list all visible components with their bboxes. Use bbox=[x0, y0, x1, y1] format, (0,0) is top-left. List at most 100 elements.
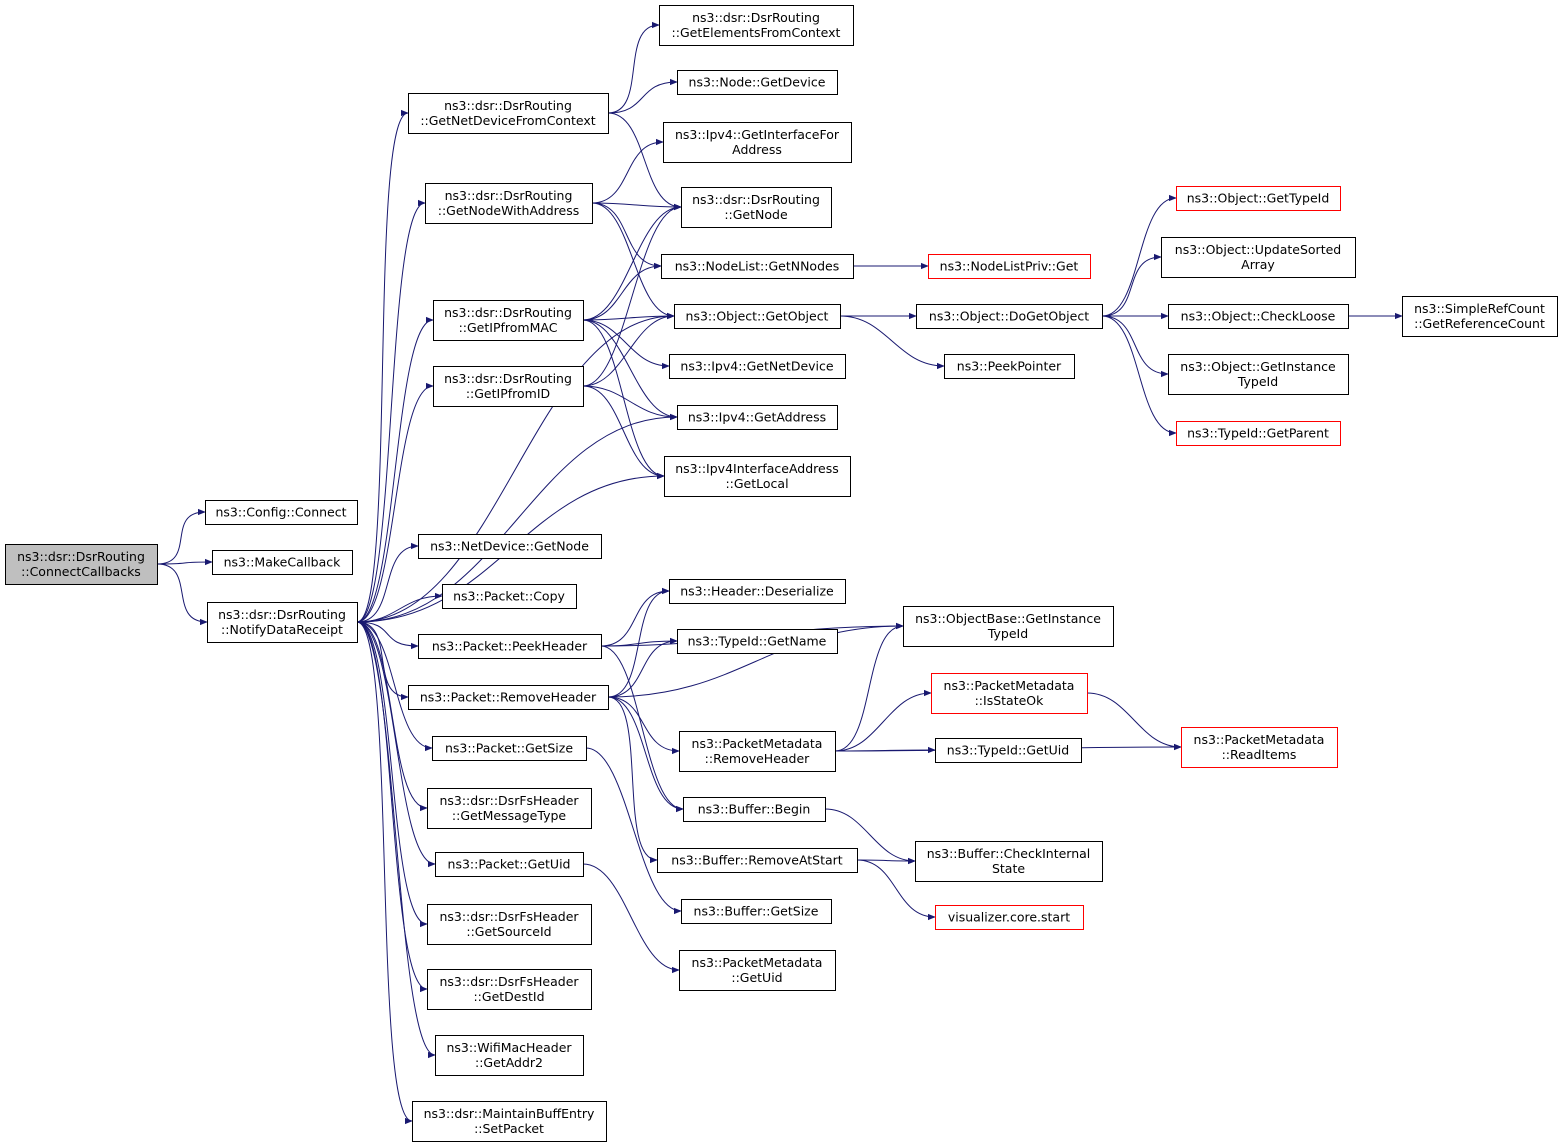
edge-line bbox=[356, 621, 433, 752]
function-node-n29[interactable]: ns3::TypeId::GetName bbox=[677, 629, 838, 654]
node-label-line: ::GetDestId bbox=[473, 989, 544, 1004]
function-node-n22[interactable]: ns3::dsr::DsrRouting::GetNode bbox=[681, 187, 832, 228]
function-node-n16[interactable]: ns3::dsr::DsrFsHeader::GetDestId bbox=[427, 969, 592, 1010]
function-node-n49[interactable]: ns3::PacketMetadata::ReadItems bbox=[1181, 727, 1338, 768]
function-node-n33[interactable]: ns3::Buffer::GetSize bbox=[681, 899, 832, 924]
function-node-n39[interactable]: ns3::PacketMetadata::IsStateOk bbox=[931, 673, 1088, 714]
call-edge-n12-n33 bbox=[585, 747, 682, 915]
function-node-n30[interactable]: ns3::PacketMetadata::RemoveHeader bbox=[679, 731, 836, 772]
node-label-line: ::GetUid bbox=[731, 970, 782, 985]
function-node-n40[interactable]: ns3::TypeId::GetUid bbox=[935, 738, 1082, 763]
function-node-n11[interactable]: ns3::Packet::RemoveHeader bbox=[408, 685, 609, 710]
node-box bbox=[679, 950, 836, 991]
call-edge-n3-n4 bbox=[356, 109, 409, 623]
function-node-n24[interactable]: ns3::Object::GetObject bbox=[674, 304, 841, 329]
node-box bbox=[903, 606, 1114, 647]
function-node-n14[interactable]: ns3::Packet::GetUid bbox=[435, 852, 584, 877]
node-label-line: ns3::Object::CheckLoose bbox=[1181, 309, 1336, 324]
function-node-n2[interactable]: ns3::MakeCallback bbox=[212, 550, 353, 575]
edge-line bbox=[591, 202, 675, 320]
function-node-n15[interactable]: ns3::dsr::DsrFsHeader::GetSourceId bbox=[427, 904, 592, 945]
node-box bbox=[679, 731, 836, 772]
node-label-line: ns3::Object::DoGetObject bbox=[929, 309, 1089, 324]
call-edge-n4-n20 bbox=[607, 78, 678, 114]
call-edge-n7-n27 bbox=[582, 385, 665, 480]
function-node-n45[interactable]: ns3::Object::CheckLoose bbox=[1168, 304, 1349, 329]
node-label-line: ns3::NodeListPriv::Get bbox=[940, 259, 1079, 274]
edge-line bbox=[356, 316, 434, 623]
node-label-line: Address bbox=[732, 142, 782, 157]
edge-line bbox=[356, 542, 419, 623]
call-edge-n24-n37 bbox=[839, 315, 945, 370]
function-node-n17[interactable]: ns3::WifiMacHeader::GetAddr2 bbox=[435, 1035, 584, 1076]
function-node-n26[interactable]: ns3::Ipv4::GetAddress bbox=[677, 405, 838, 430]
function-node-n1[interactable]: ns3::Config::Connect bbox=[205, 500, 358, 525]
call-edge-n10-n31 bbox=[600, 645, 684, 813]
node-label-line: ns3::Packet::RemoveHeader bbox=[420, 690, 597, 705]
function-node-n42[interactable]: visualizer.core.start bbox=[935, 905, 1084, 930]
function-node-n34[interactable]: ns3::PacketMetadata::GetUid bbox=[679, 950, 836, 991]
node-label-line: ::GetMessageType bbox=[452, 808, 567, 823]
node-label-line: ns3::dsr::DsrRouting bbox=[445, 188, 573, 203]
node-box bbox=[433, 366, 584, 407]
function-node-n13[interactable]: ns3::dsr::DsrFsHeader::GetMessageType bbox=[427, 788, 592, 829]
node-label-line: ns3::TypeId::GetUid bbox=[947, 743, 1069, 758]
edge-line bbox=[607, 696, 658, 864]
function-node-n28[interactable]: ns3::Header::Deserialize bbox=[669, 579, 846, 604]
function-node-n36[interactable]: ns3::Object::DoGetObject bbox=[916, 304, 1103, 329]
function-node-n5[interactable]: ns3::dsr::DsrRouting::GetNodeWithAddress bbox=[425, 183, 593, 224]
node-label-line: ns3::Config::Connect bbox=[215, 505, 346, 520]
function-node-n25[interactable]: ns3::Ipv4::GetNetDevice bbox=[669, 354, 846, 379]
function-node-n9[interactable]: ns3::Packet::Copy bbox=[442, 584, 577, 609]
function-node-n47[interactable]: ns3::TypeId::GetParent bbox=[1176, 421, 1341, 446]
edge-line bbox=[591, 138, 664, 204]
function-node-n18[interactable]: ns3::dsr::MaintainBuffEntry::SetPacket bbox=[412, 1101, 607, 1142]
function-node-n7[interactable]: ns3::dsr::DsrRouting::GetIPfromID bbox=[433, 366, 584, 407]
call-edge-n4-n22 bbox=[607, 112, 682, 211]
function-node-n27[interactable]: ns3::Ipv4InterfaceAddress::GetLocal bbox=[664, 456, 851, 497]
function-node-n31[interactable]: ns3::Buffer::Begin bbox=[683, 797, 826, 822]
node-label-line: visualizer.core.start bbox=[948, 910, 1070, 925]
node-label-line: ns3::Ipv4::GetNetDevice bbox=[680, 359, 833, 374]
function-node-n43[interactable]: ns3::Object::GetTypeId bbox=[1176, 186, 1341, 211]
function-node-n6[interactable]: ns3::dsr::DsrRouting::GetIPfromMAC bbox=[433, 300, 584, 341]
function-node-n0[interactable]: ns3::dsr::DsrRouting::ConnectCallbacks bbox=[5, 544, 158, 585]
function-node-n4[interactable]: ns3::dsr::DsrRouting::GetNetDeviceFromCo… bbox=[408, 93, 609, 134]
node-label-line: ns3::PacketMetadata bbox=[692, 955, 823, 970]
node-label-line: ns3::Packet::GetSize bbox=[445, 741, 573, 756]
function-node-n32[interactable]: ns3::Buffer::RemoveAtStart bbox=[657, 848, 858, 873]
call-edge-n6-n26 bbox=[582, 319, 678, 421]
edge-line bbox=[607, 637, 678, 698]
node-box bbox=[683, 797, 826, 822]
edge-line bbox=[1101, 194, 1177, 317]
function-node-n12[interactable]: ns3::Packet::GetSize bbox=[432, 736, 587, 761]
function-node-n48[interactable]: ns3::SimpleRefCount::GetReferenceCount bbox=[1402, 296, 1558, 337]
node-label-line: ns3::NodeList::GetNNodes bbox=[675, 259, 839, 274]
edge-line bbox=[591, 202, 662, 270]
edge-line bbox=[856, 859, 936, 921]
edge-line bbox=[356, 621, 428, 812]
function-node-n19[interactable]: ns3::dsr::DsrRouting::GetElementsFromCon… bbox=[659, 5, 854, 46]
node-label-line: ns3::dsr::DsrRouting bbox=[444, 98, 572, 113]
function-node-n35[interactable]: ns3::NodeListPriv::Get bbox=[928, 254, 1091, 279]
call-edge-n5-n21 bbox=[591, 138, 664, 204]
function-node-n8[interactable]: ns3::NetDevice::GetNode bbox=[418, 534, 602, 559]
function-node-n10[interactable]: ns3::Packet::PeekHeader bbox=[418, 634, 602, 659]
call-edge-n6-n25 bbox=[582, 319, 670, 370]
call-edge-n30-n38 bbox=[834, 622, 904, 752]
node-box bbox=[928, 254, 1091, 279]
node-label-line: ::GetNetDeviceFromContext bbox=[420, 113, 595, 128]
function-node-n23[interactable]: ns3::NodeList::GetNNodes bbox=[661, 254, 854, 279]
node-box bbox=[412, 1101, 607, 1142]
call-edge-n5-n24 bbox=[591, 202, 675, 320]
function-node-n3[interactable]: ns3::dsr::DsrRouting::NotifyDataReceipt bbox=[207, 602, 358, 643]
function-node-n20[interactable]: ns3::Node::GetDevice bbox=[677, 70, 838, 95]
node-box bbox=[433, 300, 584, 341]
function-node-n37[interactable]: ns3::PeekPointer bbox=[944, 354, 1075, 379]
call-edge-n3-n11 bbox=[356, 621, 409, 701]
